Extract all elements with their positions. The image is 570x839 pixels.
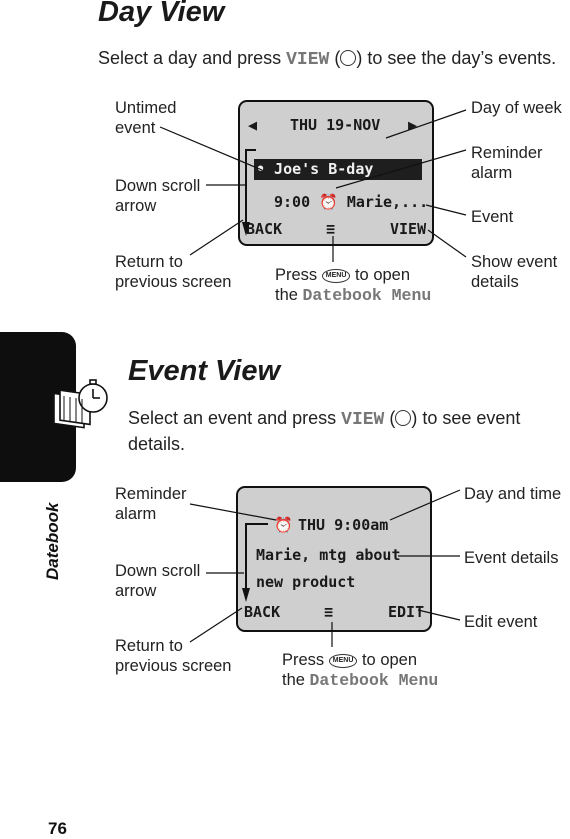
- view-key: VIEW: [286, 50, 330, 70]
- page-number: 76: [48, 819, 67, 838]
- alarm-icon: ⏰: [274, 516, 293, 534]
- menu-key-icon: MENU: [328, 653, 358, 668]
- day-header: THU 19-NOV: [290, 116, 381, 134]
- callout-return-previous: Return to previous screen: [115, 637, 232, 675]
- down-scroll-arrow-icon: [242, 149, 256, 236]
- view-softkey[interactable]: VIEW: [390, 220, 427, 238]
- day-view-screen: ◀ THU 19-NOV ▶ • Joe's B-day 9:00 ⏰ Mari…: [238, 100, 434, 246]
- event-detail-line1: Marie, mtg about: [256, 546, 401, 564]
- callout-return-previous: Return to previous screen: [115, 253, 232, 291]
- callout-reminder-alarm: Reminder alarm: [471, 144, 543, 182]
- callout-event: Event: [471, 208, 514, 226]
- callout-down-scroll: Down scroll arrow: [115, 177, 201, 215]
- callout-reminder-alarm: Reminder alarm: [115, 485, 187, 523]
- event-view-heading: Event View: [128, 355, 281, 387]
- callout-show-details: Show event details: [471, 253, 558, 291]
- event-row-timed[interactable]: 9:00 ⏰ Marie,...: [274, 193, 429, 211]
- callout-day-and-time: Day and time: [464, 485, 562, 503]
- menu-icon[interactable]: ≡: [324, 603, 334, 621]
- callout-edit-event: Edit event: [464, 613, 538, 631]
- day-view-intro: Select a day and press VIEW () to see th…: [98, 48, 557, 70]
- select-key-icon: [395, 410, 412, 427]
- menu-key-icon: MENU: [321, 268, 351, 283]
- event-view-screen: ⏰ THU 9:00am Marie, mtg about new produc…: [236, 486, 432, 632]
- menu-icon[interactable]: ≡: [326, 220, 336, 238]
- event-detail-line2: new product: [256, 573, 356, 591]
- right-arrow-icon: ▶: [408, 116, 418, 134]
- callout-press-menu: Press MENU to open the Datebook Menu: [275, 266, 432, 305]
- callout-day-of-week: Day of week: [471, 99, 562, 117]
- callout-down-scroll: Down scroll arrow: [115, 562, 201, 600]
- back-softkey[interactable]: BACK: [244, 603, 281, 621]
- day-view-heading: Day View: [98, 0, 225, 28]
- down-scroll-arrow-icon: [242, 523, 268, 602]
- back-softkey[interactable]: BACK: [246, 220, 283, 238]
- left-arrow-icon: ◀: [248, 116, 258, 134]
- edit-softkey[interactable]: EDIT: [388, 603, 425, 621]
- callout-press-menu: Press MENU to open the Datebook Menu: [282, 651, 439, 690]
- view-key: VIEW: [341, 410, 385, 430]
- event-view-intro: Select an event and press VIEW () to see…: [128, 408, 521, 454]
- event-datetime: THU 9:00am: [298, 516, 389, 534]
- callout-untimed-event: Untimed event: [115, 99, 177, 137]
- datebook-icon: [53, 379, 108, 429]
- select-key-icon: [340, 50, 357, 67]
- callout-event-details: Event details: [464, 549, 559, 567]
